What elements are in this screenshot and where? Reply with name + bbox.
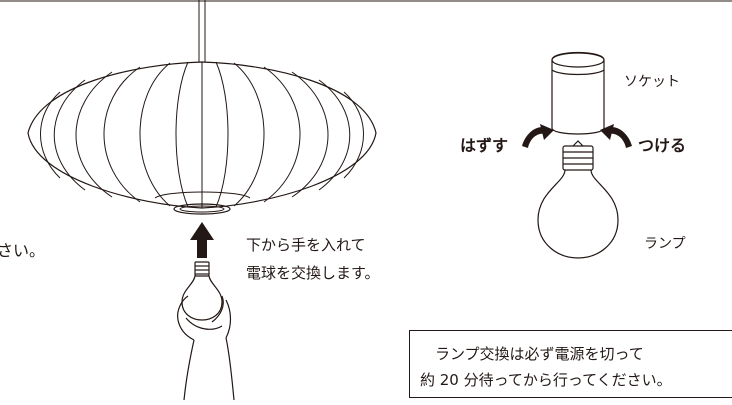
install-instruction-line2: 電球を交換します。 <box>246 264 380 282</box>
pendant-shade <box>27 61 377 215</box>
remove-arrow <box>522 124 554 148</box>
up-arrow <box>190 222 214 258</box>
shade-opening <box>173 203 231 215</box>
caution-note-line1: ランプ交換は必ず電源を切って <box>435 345 644 363</box>
remove-label: はずす <box>460 136 509 155</box>
socket <box>551 51 605 135</box>
caution-note-line2: 約 20 分待ってから行ってください。 <box>420 371 672 389</box>
caution-note-box <box>409 330 732 398</box>
left-instruction-fragment: さい。 <box>0 241 46 260</box>
attach-label: つける <box>638 136 687 155</box>
install-instruction-line1: 下から手を入れて <box>246 236 366 254</box>
attach-arrow <box>600 124 632 148</box>
socket-label: ソケット <box>624 74 680 90</box>
lamp-bulb <box>537 140 619 259</box>
lamp-label: ランプ <box>644 236 686 252</box>
pendant-cord <box>198 0 206 62</box>
hand-with-bulb <box>177 261 235 401</box>
